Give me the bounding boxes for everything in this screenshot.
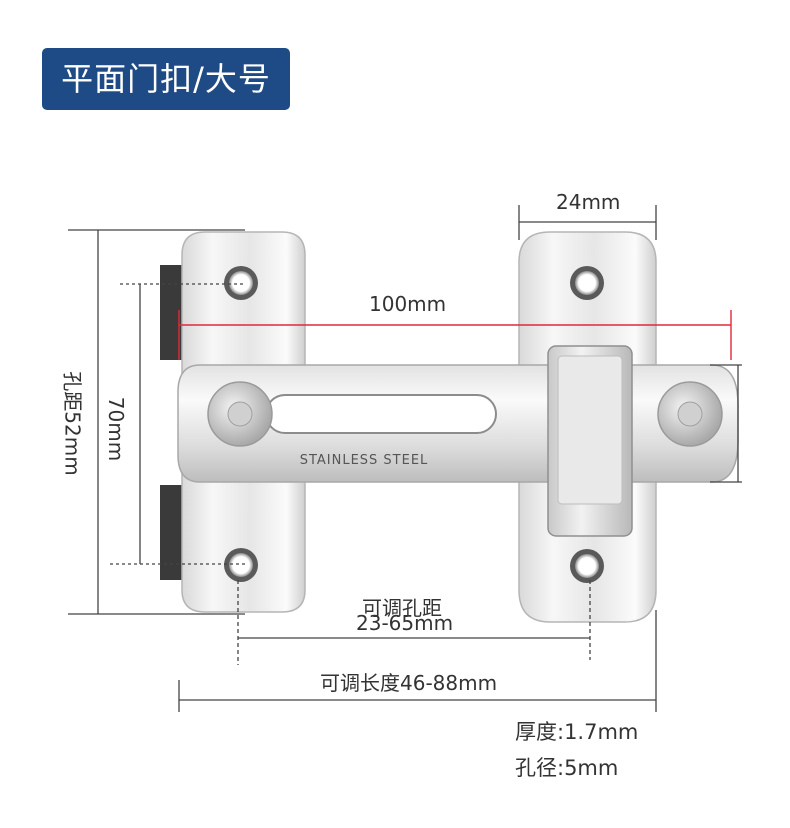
- adjustable-hole-distance-label: 可调孔距: [362, 596, 442, 620]
- dimension-lines: [68, 205, 742, 712]
- hole-center-guides: [110, 283, 245, 565]
- adjustment-slot: [265, 394, 497, 434]
- left-hinge-lower: [160, 485, 182, 580]
- latch-catch: [547, 345, 633, 537]
- plate-width-label: 24mm: [556, 190, 621, 214]
- left-hinge-upper: [160, 265, 182, 360]
- stainless-steel-stamp: STAINLESS STEEL: [300, 453, 429, 468]
- adjustable-length-label: 可调长度46-88mm: [320, 671, 498, 695]
- thickness-spec: 厚度:1.7mm: [515, 720, 639, 744]
- adjustable-hole-distance-value: 23-65mm: [356, 611, 454, 635]
- hole-distance-left-label: 孔距52mm: [60, 371, 85, 476]
- sliding-arm: [177, 364, 739, 483]
- hole-diameter-spec: 孔径:5mm: [515, 756, 619, 780]
- product-size-badge: 平面门扣/大号: [42, 48, 290, 110]
- total-span-label: 100mm: [369, 292, 447, 316]
- total-span-red-line: [178, 310, 732, 360]
- outer-height-label: 70mm: [104, 396, 129, 462]
